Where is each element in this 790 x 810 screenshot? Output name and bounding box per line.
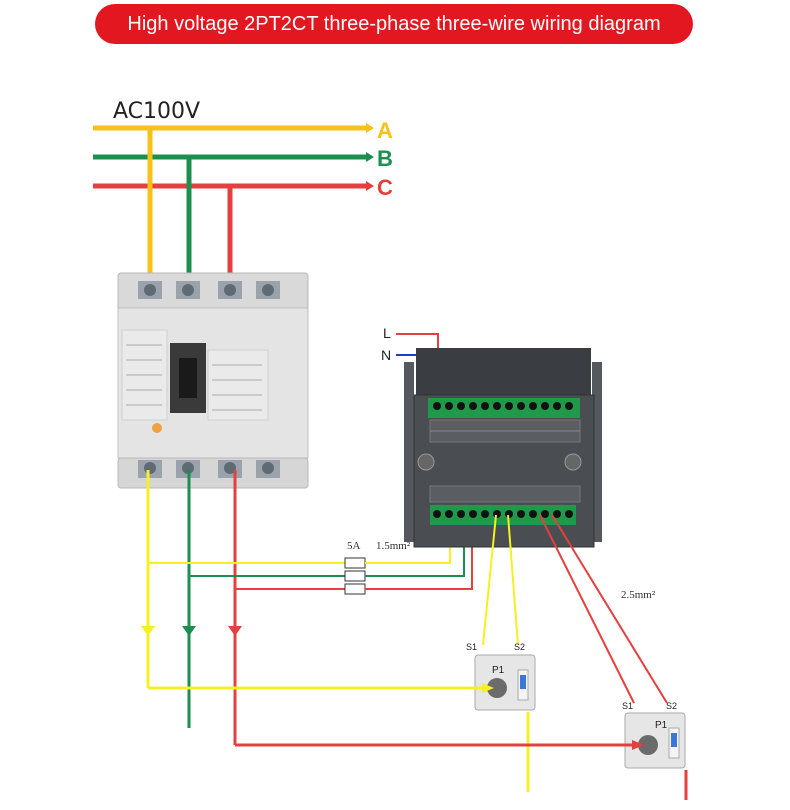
bus-arrow-c — [366, 181, 374, 191]
ct2-p1-label: P1 — [655, 720, 668, 731]
ct1-s1-label: S1 — [466, 642, 477, 652]
voltage-wire-size-label: 1.5mm² — [376, 540, 411, 552]
power-meter — [404, 348, 602, 548]
load-arrow-b — [182, 626, 196, 636]
current-transformer-2 — [624, 712, 686, 769]
supply-voltage-label: AC100V — [113, 99, 200, 124]
diagram-title: High voltage 2PT2CT three-phase three-wi… — [127, 12, 661, 35]
current-transformer-1 — [474, 654, 536, 711]
ct2-s1-label: S1 — [622, 701, 633, 711]
ct1-primary-arrow — [482, 683, 494, 693]
meter-n-label: N — [381, 347, 391, 363]
phase-label-a: A — [377, 118, 393, 143]
fuse-c — [344, 583, 366, 595]
ct2-s2-label: S2 — [666, 701, 677, 711]
load-arrow-a — [141, 626, 155, 636]
ct1-s2-wire — [507, 514, 519, 646]
load-arrow-c — [228, 626, 242, 636]
fuse-b — [344, 570, 366, 582]
title-banner: High voltage 2PT2CT three-phase three-wi… — [95, 4, 693, 44]
ct1-p1-label: P1 — [492, 665, 505, 676]
fuse-rating-label: 5A — [347, 540, 361, 552]
fuse-a — [344, 557, 366, 569]
bus-arrow-a — [366, 123, 374, 133]
meter-l-label: L — [383, 325, 391, 341]
bus-arrow-b — [366, 152, 374, 162]
ct1-s2-label: S2 — [514, 642, 525, 652]
phase-label-c: C — [377, 175, 393, 200]
circuit-breaker — [117, 272, 309, 489]
current-wire-size-label: 2.5mm² — [621, 589, 656, 601]
ct2-s1-wire — [539, 514, 635, 704]
ct1-s1-wire — [482, 514, 497, 646]
ct2-s2-wire — [551, 514, 668, 704]
phase-label-b: B — [377, 146, 393, 171]
ct2-primary-arrow — [632, 740, 644, 750]
